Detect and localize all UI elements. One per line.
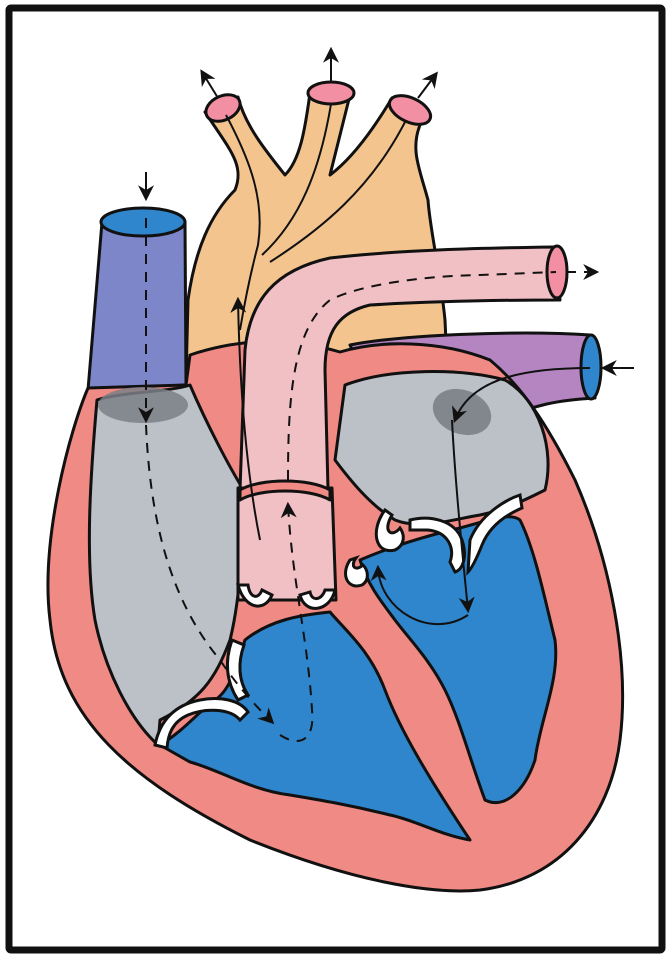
superior-vena-cava bbox=[88, 222, 186, 390]
aorta-branch-opening-center bbox=[308, 82, 354, 104]
flow-arrow-aorta-branch-right bbox=[418, 74, 436, 98]
pulmonary-vein-opening bbox=[581, 335, 601, 399]
pulmonary-valve-root bbox=[238, 488, 336, 600]
superior-vena-cava-opening bbox=[101, 208, 185, 236]
vena-cava-entry-shadow bbox=[98, 387, 188, 423]
pulmonary-artery-opening bbox=[547, 246, 567, 298]
flow-arrow-aorta-branch-left bbox=[202, 72, 218, 98]
